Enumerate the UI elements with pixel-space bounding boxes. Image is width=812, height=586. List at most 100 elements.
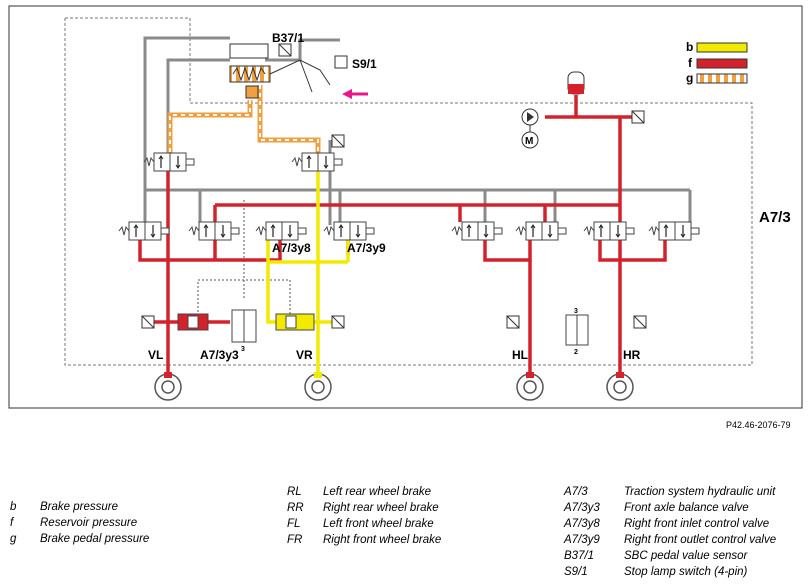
line-legend-swatch-f bbox=[696, 58, 748, 69]
reference-code: P42.46-2076-79 bbox=[726, 420, 791, 430]
label-a7-3y9: A7/3y9 bbox=[347, 241, 386, 255]
legend-key: f bbox=[10, 517, 14, 529]
label-s9-1: S9/1 bbox=[352, 57, 377, 71]
legend-key: A7/3y8 bbox=[564, 518, 600, 530]
legend-key: RR bbox=[287, 502, 304, 514]
legend-text: Left rear wheel brake bbox=[323, 486, 432, 498]
legend-key: A7/3y3 bbox=[564, 502, 600, 514]
legend-row: f Reservoir pressure bbox=[10, 515, 149, 531]
legend-row: A7/3y8 Right front inlet control valve bbox=[564, 516, 776, 532]
label-a7-3y8: A7/3y8 bbox=[272, 241, 311, 255]
legend-text: Brake pressure bbox=[40, 501, 118, 513]
wheel-vr-connector bbox=[314, 372, 322, 378]
internal-dotted-lines bbox=[197, 200, 291, 320]
legend-row: RR Right rear wheel brake bbox=[287, 500, 441, 516]
valve-hl-inner bbox=[515, 221, 567, 241]
reservoir-pressure-lines bbox=[138, 95, 667, 378]
wheel-hl-connector bbox=[526, 372, 534, 378]
legend-key: A7/3y9 bbox=[564, 534, 600, 546]
wheel-hr-connector bbox=[616, 372, 624, 378]
legend-row: b Brake pressure bbox=[10, 499, 149, 515]
pedal-value-sensor bbox=[229, 43, 292, 99]
label-vl: VL bbox=[148, 348, 163, 362]
label-num-3b: 3 bbox=[574, 308, 578, 315]
wheel-vl-connector bbox=[164, 372, 172, 378]
legend-text: Front axle balance valve bbox=[624, 502, 749, 514]
label-hl: HL bbox=[512, 348, 528, 362]
pressure-sensor-vr bbox=[331, 315, 345, 329]
pressure-sensor-pump bbox=[631, 110, 645, 124]
brake-pedal bbox=[269, 55, 348, 93]
label-b37-1: B37/1 bbox=[272, 31, 304, 45]
legend-key: b bbox=[10, 501, 17, 513]
pump-motor-label: M bbox=[525, 136, 533, 147]
legend-text: Traction system hydraulic unit bbox=[624, 486, 776, 498]
label-a7-3: A7/3 bbox=[759, 209, 791, 226]
rear-balance-valve bbox=[565, 314, 589, 346]
legend-row: RL Left rear wheel brake bbox=[287, 484, 441, 500]
legend-line-types: b Brake pressure f Reservoir pressure g Bra… bbox=[10, 499, 149, 547]
legend-text: Brake pedal pressure bbox=[40, 533, 150, 545]
reservoir bbox=[567, 71, 585, 95]
valve-vl-outer bbox=[118, 221, 170, 241]
legend-text: Reservoir pressure bbox=[40, 517, 138, 529]
legend-row: A7/3y9 Right front outlet control valve bbox=[564, 532, 776, 548]
legend-row: g Brake pedal pressure bbox=[10, 531, 149, 547]
valve-hr-inner bbox=[583, 221, 635, 241]
legend-key: FL bbox=[287, 518, 301, 530]
valve-pedal-right bbox=[291, 152, 343, 172]
legend-text: Stop lamp switch (4-pin) bbox=[624, 566, 748, 578]
legend-text: SBC pedal value sensor bbox=[624, 550, 748, 562]
label-num-2: 2 bbox=[574, 349, 578, 356]
legend-wheel-brakes: RL Left rear wheel brake RR Right rear whe… bbox=[287, 484, 441, 548]
legend-key: S9/1 bbox=[564, 566, 588, 578]
a7-3-unit-boundary bbox=[64, 17, 753, 366]
valve-a7-3y8 bbox=[255, 221, 307, 241]
legend-text: Right front wheel brake bbox=[323, 534, 442, 546]
hydraulic-circuit-diagram: b f g B37/1 S9/1 A7/3 A7/3y8 A7/3y9 A7/3… bbox=[8, 5, 803, 409]
legend-key: FR bbox=[287, 534, 303, 546]
legend-row: FR Right front wheel brake bbox=[287, 532, 441, 548]
legend-row: B37/1 SBC pedal value sensor bbox=[564, 548, 776, 564]
line-legend-swatch-b bbox=[696, 42, 748, 53]
legend-text: Left front wheel brake bbox=[323, 518, 434, 530]
legend-row: FL Left front wheel brake bbox=[287, 516, 441, 532]
pressure-sensor-hl bbox=[506, 315, 520, 329]
pressure-sensor-pedal bbox=[331, 134, 345, 148]
legend-key: RL bbox=[287, 486, 302, 498]
label-hr: HR bbox=[623, 348, 641, 362]
pressure-sensor-hr bbox=[633, 315, 647, 329]
valve-vl-inner bbox=[188, 221, 240, 241]
label-num-3a: 3 bbox=[241, 346, 245, 353]
valve-pedal-left bbox=[143, 152, 195, 172]
valve-hr-outer bbox=[648, 221, 700, 241]
pedal-pressure-lines bbox=[167, 85, 321, 160]
piston-right bbox=[275, 313, 315, 331]
line-legend-key-f: f bbox=[688, 56, 693, 70]
legend-text: Right front inlet control valve bbox=[624, 518, 770, 530]
line-legend-swatch-g bbox=[696, 73, 748, 84]
legend-row: S9/1 Stop lamp switch (4-pin) bbox=[564, 564, 776, 580]
piston-left bbox=[177, 313, 209, 331]
legend-components: A7/3 Traction system hydraulic unit A7/3y… bbox=[564, 484, 776, 580]
legend-row: A7/3y3 Front axle balance valve bbox=[564, 500, 776, 516]
diagram-frame bbox=[8, 5, 803, 409]
line-legend-key-g: g bbox=[686, 71, 693, 85]
brake-pressure-lines bbox=[266, 168, 350, 378]
line-legend-key-b: b bbox=[686, 40, 693, 54]
legend-row: A7/3 Traction system hydraulic unit bbox=[564, 484, 776, 500]
pump bbox=[521, 108, 539, 149]
label-vr: VR bbox=[296, 348, 313, 362]
legend-key: g bbox=[10, 533, 17, 545]
front-axle-balance-valve bbox=[231, 309, 257, 343]
control-lines bbox=[143, 36, 692, 225]
legend-key: B37/1 bbox=[564, 550, 595, 562]
legend-text: Right front outlet control valve bbox=[624, 534, 777, 546]
line-color-legend: b f g bbox=[686, 40, 748, 85]
legend-key: A7/3 bbox=[564, 486, 588, 498]
valve-hl-outer bbox=[451, 221, 503, 241]
pressure-sensor-vl bbox=[141, 315, 155, 329]
legend-text: Right rear wheel brake bbox=[323, 502, 439, 514]
pedal-arrow-icon bbox=[342, 89, 368, 99]
label-a7-3y3: A7/3y3 bbox=[200, 348, 239, 362]
